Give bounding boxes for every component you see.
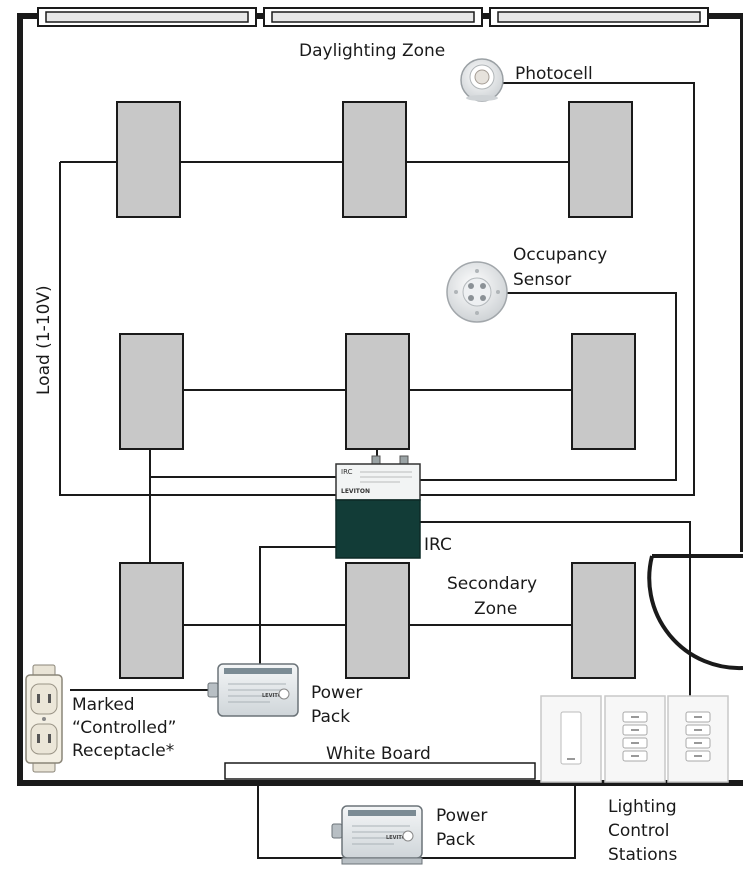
receptacle-icon (25, 664, 63, 773)
fixture (571, 562, 636, 679)
fixture (116, 101, 181, 218)
white-board (224, 762, 536, 780)
stations-label-line1: Lighting (608, 797, 677, 817)
fixture (345, 333, 410, 450)
photocell-icon (460, 58, 504, 102)
lighting-control-stations (540, 695, 729, 783)
irc-controller: IRC LEVITON (335, 455, 421, 559)
wire-occupancy (420, 292, 677, 481)
power-pack-icon: LEVITON (207, 663, 299, 717)
receptacle-label-line3: Receptacle* (72, 741, 175, 761)
receptacle-label-line1: Marked (72, 695, 135, 715)
fixture (119, 333, 184, 450)
window-1 (37, 7, 257, 27)
stations-label-line2: Control (608, 821, 670, 841)
occupancy-sensor-icon (446, 261, 508, 323)
fixture (571, 333, 636, 450)
secondary-zone-label-line2: Zone (474, 599, 518, 619)
windows (37, 7, 709, 27)
power-pack-icon: LEVITON (331, 805, 423, 865)
irc-tag: IRC (341, 468, 353, 476)
wire-load-vertical (59, 162, 336, 496)
power-pack-bottom-label-line1: Power (436, 806, 488, 826)
irc-label: IRC (424, 535, 452, 555)
power-pack-label-line1: Power (311, 683, 363, 703)
occupancy-sensor-label-line1: Occupancy (513, 245, 608, 265)
fixture (342, 101, 407, 218)
wire-irc-stations (420, 521, 691, 700)
window-2 (263, 7, 483, 27)
occupancy-sensor-label-line2: Sensor (513, 270, 572, 290)
wire-powerpack-irc (259, 546, 336, 690)
switch-icon (540, 695, 602, 783)
fixture (119, 562, 184, 679)
daylighting-zone-label: Daylighting Zone (299, 41, 446, 61)
light-fixtures (116, 101, 636, 679)
scene-keypad-icon (604, 695, 666, 783)
stations-label-line3: Stations (608, 845, 678, 865)
window-3 (489, 7, 709, 27)
power-pack-bottom-label-line2: Pack (436, 830, 476, 850)
fixture (345, 562, 410, 679)
power-pack-brand: LEVITON (262, 693, 286, 699)
photocell-label: Photocell (515, 64, 593, 84)
power-pack-brand: LEVITON (386, 835, 410, 841)
white-board-label: White Board (326, 744, 431, 764)
wire-photocell (420, 82, 695, 496)
receptacle-label-line2: “Controlled” (72, 718, 177, 738)
irc-brand: LEVITON (341, 488, 370, 495)
door (647, 554, 743, 671)
power-pack-label-line2: Pack (311, 707, 351, 727)
secondary-zone-label-line1: Secondary (447, 574, 538, 594)
load-label: Load (1-10V) (34, 285, 54, 395)
scene-keypad-icon (667, 695, 729, 783)
fixture (568, 101, 633, 218)
